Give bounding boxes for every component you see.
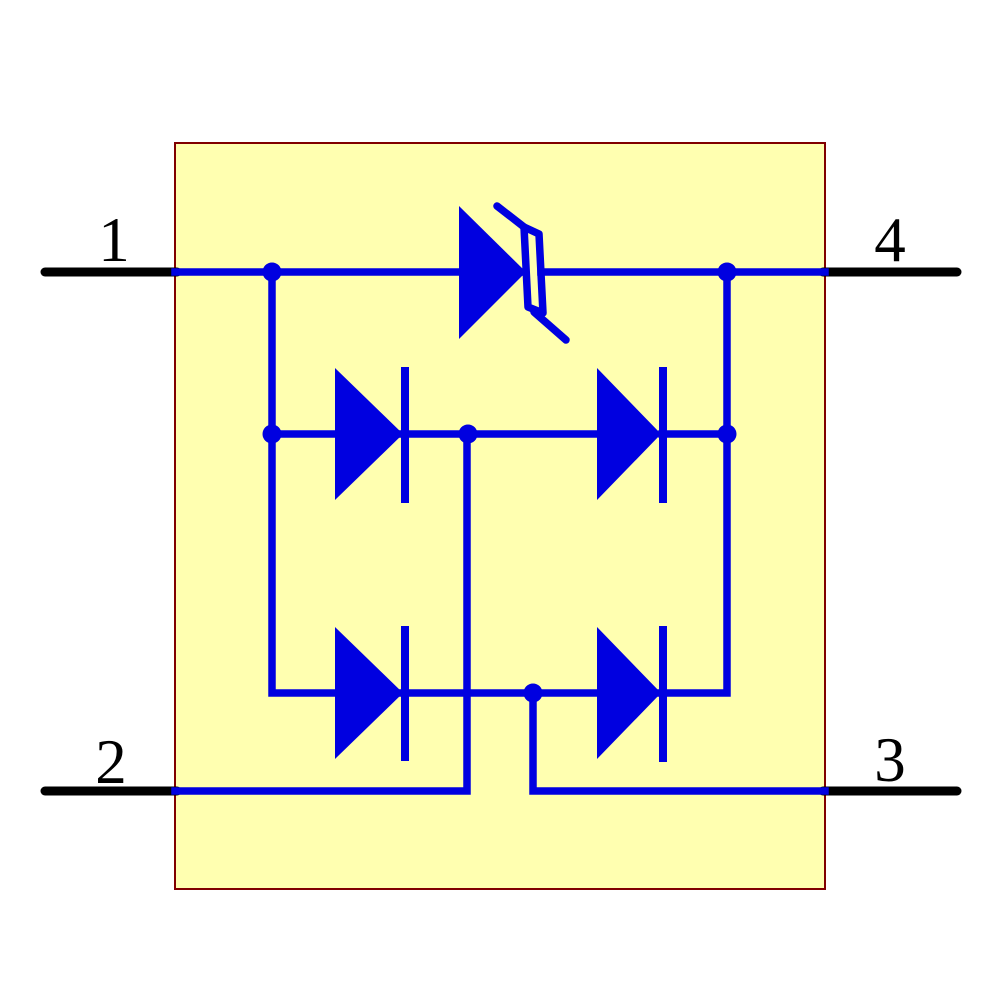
- junction-dot: [717, 424, 737, 444]
- wire-left-rail: [268, 268, 341, 697]
- junction-dot: [523, 683, 543, 703]
- diode-icon-middle-left: [335, 367, 409, 503]
- terminal-label-2: 2: [95, 727, 127, 797]
- suppressor-cathode-bar: [520, 223, 547, 317]
- diode-triangle: [335, 368, 403, 500]
- junction-dot: [262, 424, 282, 444]
- suppressor-cathode-hook-top: [493, 202, 528, 231]
- diode-triangle: [335, 627, 403, 759]
- suppressor-diode-triangle: [459, 206, 526, 339]
- terminal-label-1: 1: [98, 205, 130, 275]
- wire-terminal2-riser: [171, 430, 471, 795]
- diode-icon-bottom-left: [335, 626, 409, 761]
- terminal-label-3: 3: [874, 725, 906, 795]
- junction-dot: [458, 424, 478, 444]
- junction-dot: [262, 262, 282, 282]
- diode-icon-bottom-right: [597, 626, 667, 762]
- diode-icon-middle-right: [597, 367, 667, 503]
- terminal-label-4: 4: [874, 205, 906, 275]
- junction-dot: [717, 262, 737, 282]
- suppressor-diode-icon: [459, 202, 570, 344]
- diode-triangle: [597, 368, 661, 500]
- wire-terminal3-riser: [529, 689, 829, 795]
- wire-right-rail: [657, 268, 731, 697]
- suppressor-cathode-hook-bottom: [530, 308, 570, 344]
- diode-triangle: [597, 627, 661, 759]
